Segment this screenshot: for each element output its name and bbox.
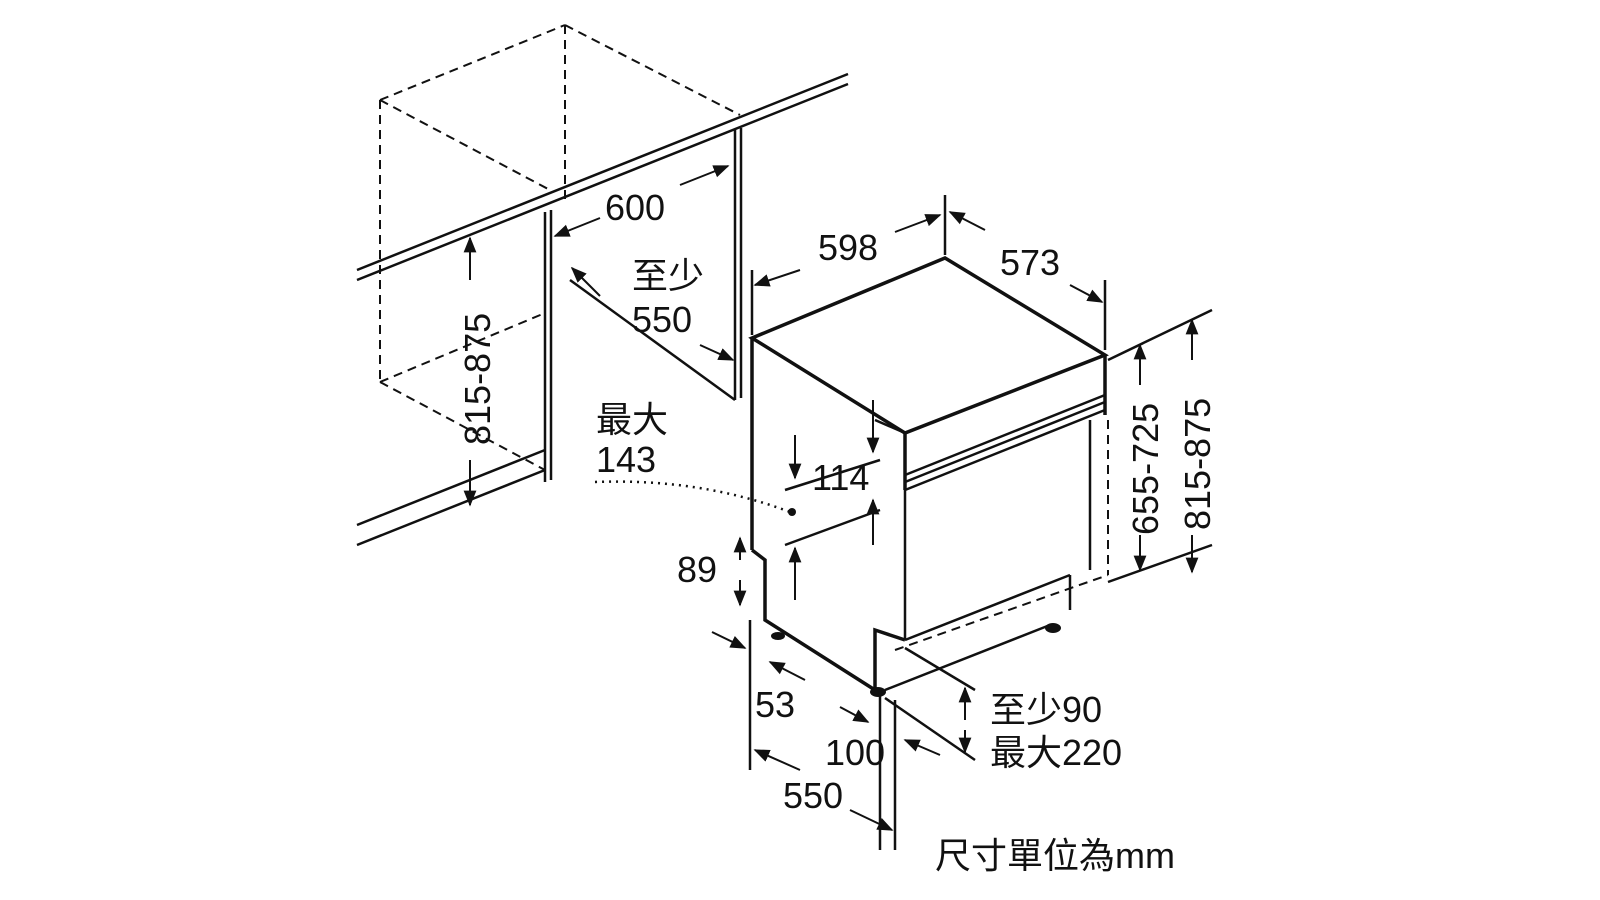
cabinet-niche — [356, 24, 849, 547]
panel-height-label: 114 — [812, 457, 869, 498]
min-depth-label: 550 — [632, 299, 692, 340]
foot-depth-label: 100 — [825, 732, 885, 773]
dishwasher-body — [748, 256, 1109, 697]
panel-max-label: 143 — [596, 439, 656, 480]
plinth-height-label: 89 — [677, 549, 717, 590]
unit-note: 尺寸單位為mm — [935, 835, 1175, 876]
dimension-lines — [463, 165, 1213, 850]
total-height-range-label: 815-875 — [1177, 398, 1218, 530]
appliance-width-label: 598 — [818, 227, 878, 268]
plinth-max-label: 最大220 — [990, 732, 1122, 773]
height-range-label: 655-725 — [1125, 403, 1166, 535]
appliance-depth-label: 573 — [1000, 242, 1060, 283]
plinth-min-label: 至少90 — [990, 689, 1102, 730]
niche-height-label: 815-875 — [457, 313, 498, 445]
min-depth-prefix-label: 至少 — [632, 255, 704, 296]
foot-offset-label: 53 — [755, 684, 795, 725]
panel-max-prefix-label: 最大 — [596, 399, 668, 440]
niche-width-label: 600 — [605, 187, 665, 228]
total-depth-label: 550 — [783, 775, 843, 816]
